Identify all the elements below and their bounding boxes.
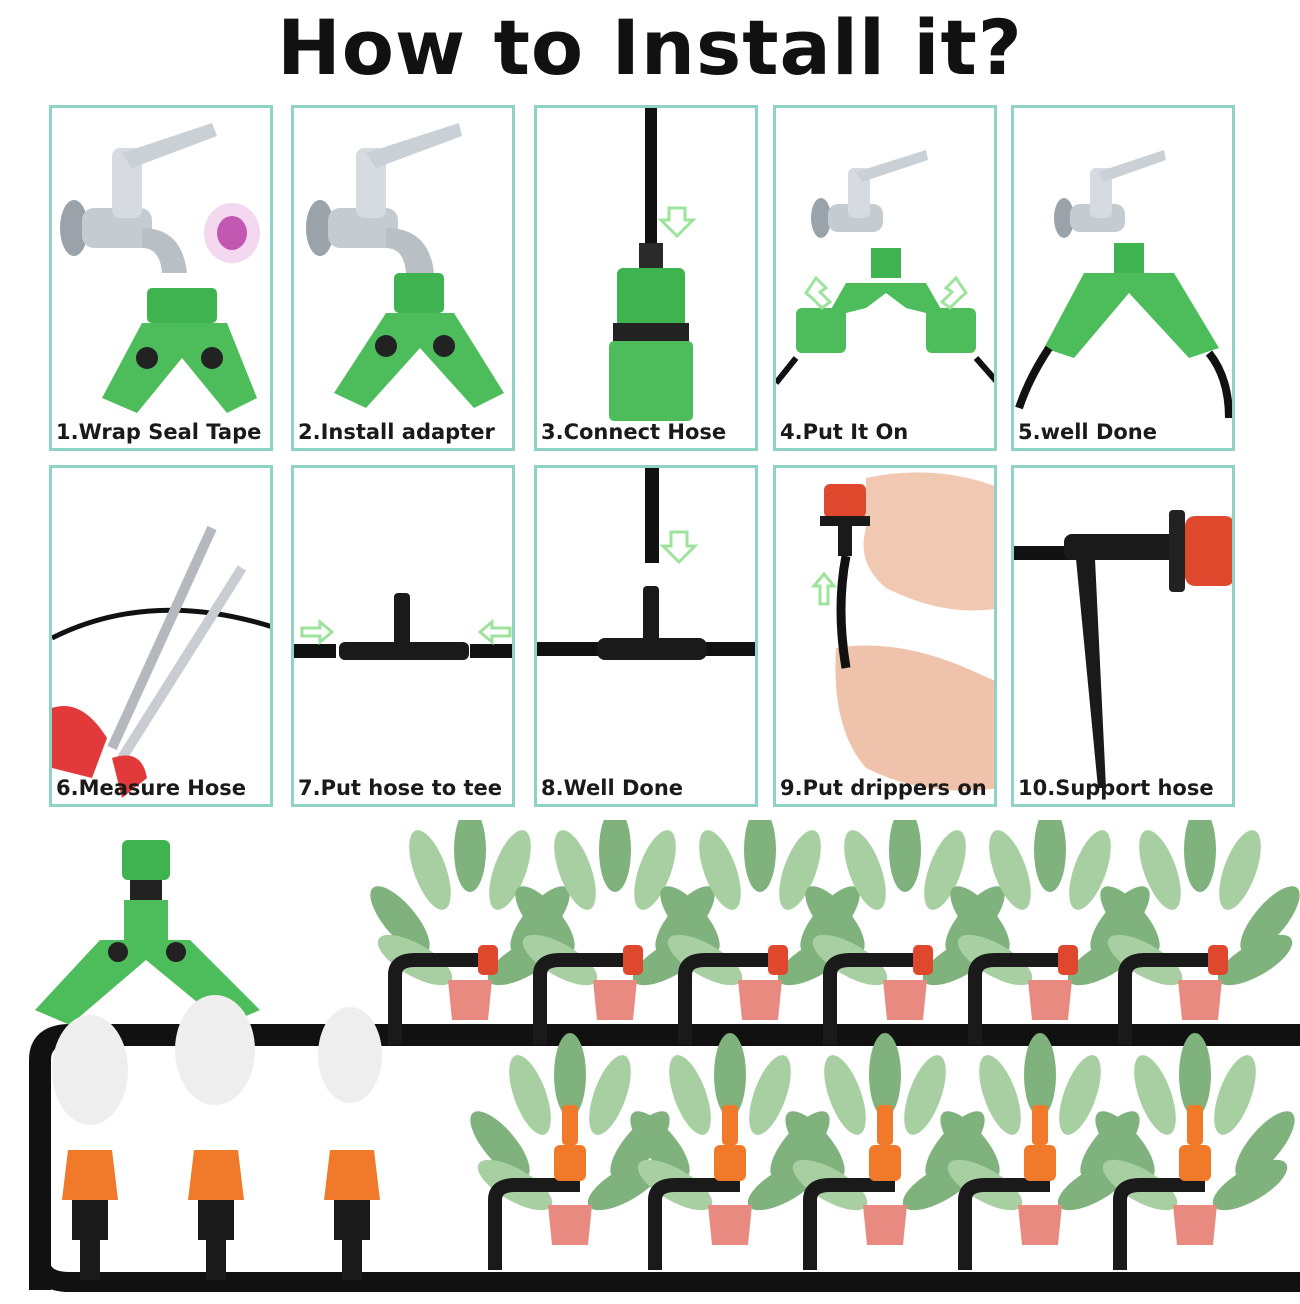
dripper [1058,945,1078,975]
step-label-6: 6.Measure Hose [56,776,247,800]
potted-plant [515,808,715,1045]
step-card-5: 5.well Done [1011,105,1235,451]
step-label-8: 8.Well Done [541,776,684,800]
dripper [623,945,643,975]
page-title: How to Install it? [277,3,1023,92]
irrigation-layout-illustration [29,808,1300,1292]
step-label-2: 2.Install adapter [298,420,495,444]
potted-plant [1095,1033,1295,1270]
pot [708,1205,752,1245]
dripper [869,1145,901,1181]
pot [448,980,492,1020]
hose-connector-illustration [609,108,697,421]
step-card-3: 3.Connect Hose [534,105,758,451]
step-card-4: 4.Put It On [773,105,997,451]
support-stake [533,953,625,1045]
potted-plant [370,808,570,1045]
step-label-10: 10.Support hose [1018,776,1214,800]
step-label-5: 5.well Done [1018,420,1157,444]
faucet-with-adapter-illustration [306,123,504,408]
support-stake [823,953,915,1045]
support-stake [488,1178,580,1270]
assembled-faucet-illustration [1015,150,1232,419]
support-stake [648,1178,740,1270]
hands-with-dripper-illustration [810,472,994,791]
irrigation-system-showcase [0,808,1300,1300]
assembled-tee-illustration [537,468,755,660]
pot [738,980,782,1020]
step-label-7: 7.Put hose to tee [298,776,503,800]
pot [1173,1205,1217,1245]
dripper [768,945,788,975]
support-stake [968,953,1060,1045]
main-hose-lower [30,1120,1300,1292]
support-stake [958,1178,1050,1270]
potted-plant [950,808,1150,1045]
pot [593,980,637,1020]
pot [1178,980,1222,1020]
step-card-8: 8.Well Done [534,465,758,807]
support-stake-illustration [1014,510,1232,788]
plant-row-lower [470,1033,1295,1270]
step-label-9: 9.Put drippers on [780,776,987,800]
potted-plant [940,1033,1140,1270]
pot [863,1205,907,1245]
step-label-1: 1.Wrap Seal Tape [56,420,262,444]
pot [1028,980,1072,1020]
dripper [1208,945,1228,975]
tee-connector-illustration [294,593,512,660]
pot [548,1205,592,1245]
dripper [478,945,498,975]
potted-plant [1100,808,1300,1045]
potted-plant [630,1033,830,1270]
dripper [913,945,933,975]
step-card-1: 1.Wrap Seal Tape [49,105,273,451]
pot [883,980,927,1020]
step-card-7: 7.Put hose to tee [291,465,515,807]
step-card-9: 9.Put drippers on [773,465,997,807]
step-label-4: 4.Put It On [780,420,909,444]
step-card-10: 10.Support hose [1011,465,1235,807]
dripper [1024,1145,1056,1181]
support-stake [1113,1178,1205,1270]
plant-row-upper [370,808,1300,1045]
support-stake [1118,953,1210,1045]
potted-plant [805,808,1005,1045]
support-stake [803,1178,895,1270]
dripper [554,1145,586,1181]
support-stake [388,953,480,1045]
scissors-cutting-hose-illustration [52,525,270,798]
step-card-6: 6.Measure Hose [49,465,273,807]
step-label-3: 3.Connect Hose [541,420,727,444]
potted-plant [660,808,860,1045]
faucet-with-tape-illustration [60,123,260,413]
step-card-2: 2.Install adapter [291,105,515,451]
support-stake [678,953,770,1045]
mist-nozzles [52,995,382,1280]
dripper [1179,1145,1211,1181]
pot [1018,1205,1062,1245]
faucet-with-connectors-illustration [776,150,994,385]
dripper [714,1145,746,1181]
